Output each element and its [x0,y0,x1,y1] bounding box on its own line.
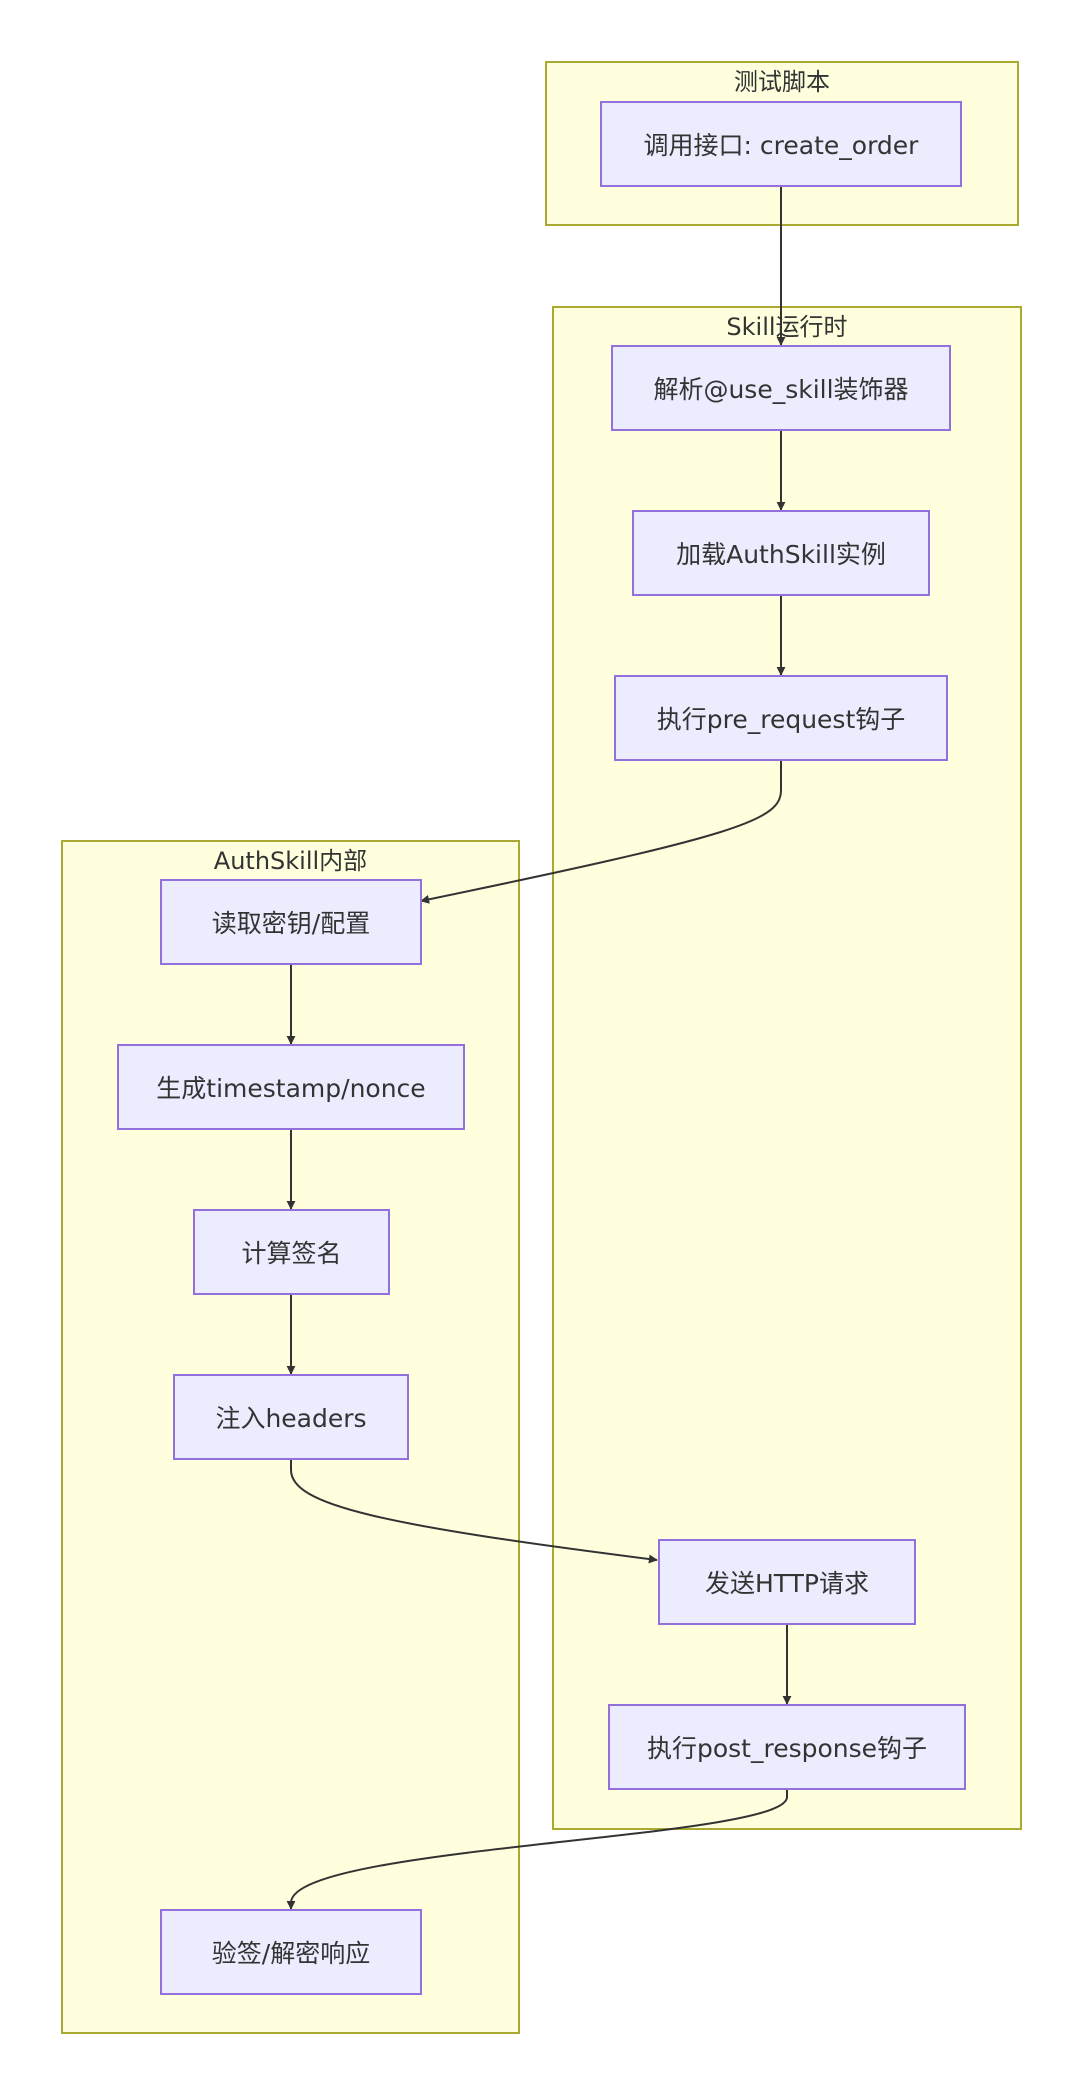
node-load-authskill: 加载AuthSkill实例 [632,510,930,596]
node-pre-request-hook: 执行pre_request钩子 [614,675,948,761]
cluster-title-authskill-internal: AuthSkill内部 [213,847,368,875]
node-gen-timestamp: 生成timestamp/nonce [117,1044,465,1130]
node-read-keys: 读取密钥/配置 [160,879,422,965]
node-call-api: 调用接口: create_order [600,101,962,187]
node-post-response-hook: 执行post_response钩子 [608,1704,966,1790]
node-calc-signature: 计算签名 [193,1209,390,1295]
node-verify-decrypt: 验签/解密响应 [160,1909,422,1995]
node-inject-headers: 注入headers [173,1374,409,1460]
cluster-title-skill-runtime: Skill运行时 [726,313,848,341]
node-send-http: 发送HTTP请求 [658,1539,916,1625]
cluster-title-test-script: 测试脚本 [734,68,830,96]
node-parse-decorator: 解析@use_skill装饰器 [611,345,951,431]
